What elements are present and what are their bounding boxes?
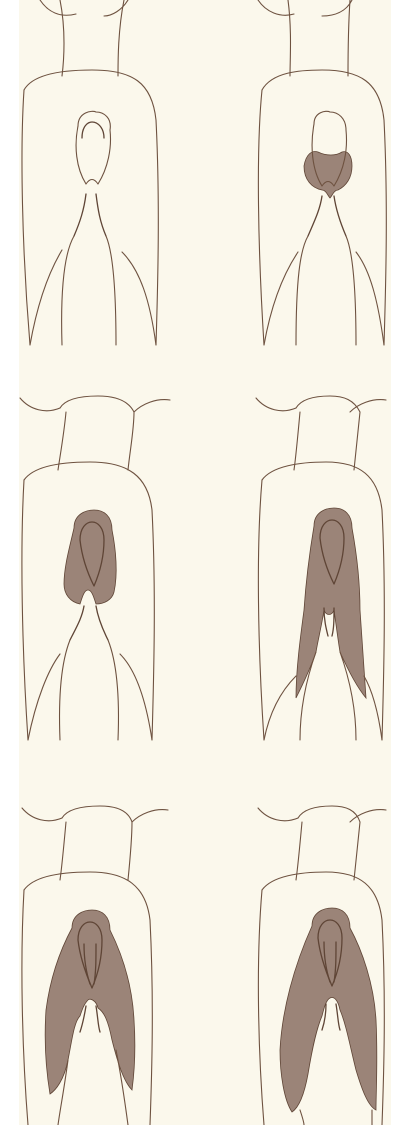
panel-2-outer-legs (264, 252, 384, 345)
panel-4-head (294, 396, 360, 470)
panel-3-outer-legs (28, 654, 152, 740)
panel-1-crutch (74, 194, 106, 236)
panel-3-crutch (70, 606, 108, 640)
panel-2-sheep (258, 0, 386, 345)
panel-2-inner-legs (296, 236, 356, 345)
panel-2-ears (258, 0, 352, 16)
panel-1-outer-legs (30, 250, 156, 345)
panel-6-left-side (258, 890, 264, 1125)
panel-5-crutch (80, 1006, 100, 1032)
panel-6-shade (280, 908, 377, 1112)
panel-5-inner-legs (58, 1050, 128, 1125)
panel-4-left-side (258, 480, 264, 740)
panel-5-head (60, 806, 132, 880)
panel-2-left-side (258, 90, 264, 345)
panel-1-inner-legs (62, 236, 116, 345)
panel-2-crutch (308, 196, 346, 236)
panel-3-head (58, 396, 134, 470)
panel-1-left-side (22, 90, 30, 345)
panel-1-neck (60, 0, 124, 76)
panel-6-sheep (258, 806, 386, 1125)
panel-3-tail-crutch-shade (64, 510, 116, 604)
panel-3-left-side (22, 480, 28, 740)
panel-5-left-side (22, 890, 28, 1125)
panel-5-ears (22, 808, 168, 822)
panel-6-inner-legs (300, 1110, 372, 1125)
panel-6-ears (258, 808, 386, 822)
panel-4-shade (296, 508, 366, 698)
panel-3-ears (20, 398, 170, 412)
panel-5-shade (45, 910, 135, 1094)
panel-1-tail-inner (82, 122, 104, 138)
panel-6-head (296, 806, 360, 880)
panel-3-back (24, 462, 154, 740)
panel-3-sheep (20, 396, 170, 740)
panel-4-sheep (256, 396, 386, 740)
panel-1-sheep (22, 0, 158, 345)
panel-5-sheep (22, 806, 168, 1125)
panel-3-inner-legs (59, 640, 118, 740)
panel-1-ears (40, 0, 128, 16)
panel-4-ears (256, 398, 386, 412)
